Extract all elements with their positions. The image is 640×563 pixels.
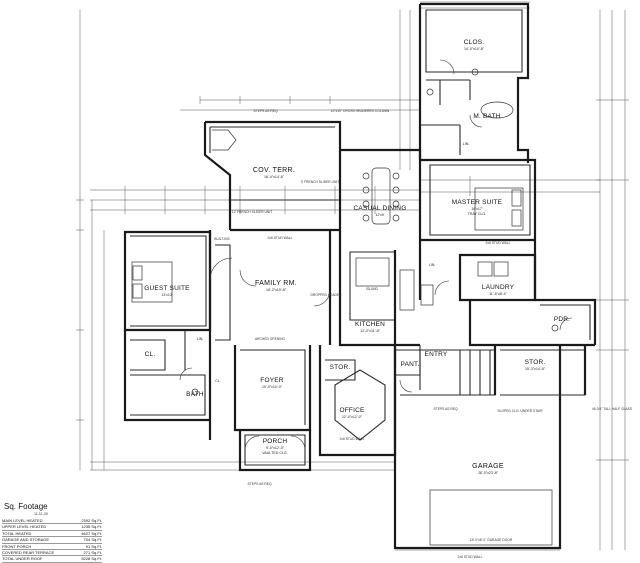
room-dims-office: 12'-0"x12'-0" <box>342 415 363 419</box>
room-dims-porch: 9'-0"x12'-0" <box>266 446 285 450</box>
room-labels: CLOS. 14'-0"x10'-8" M. BATH LIN. COV. TE… <box>144 39 570 475</box>
sq-row-total-heated: TOTAL HEATED 4627 Sq.Ft. <box>2 530 102 538</box>
plan-notes: STEPS AS REQ. 10"x10" CROSS HEADERED COL… <box>214 109 633 559</box>
note-stud-wall-fam: 2x6 STUD WALL <box>268 236 293 240</box>
room-label-master-suite: MASTER SUITE <box>452 199 503 206</box>
note-half-glass: 46-3/4" TALL HALF GLASS <box>592 407 633 411</box>
sq-row-label: UPPER LEVEL HEATED <box>2 524 47 530</box>
room-label-casual-dining: CASUAL DINING <box>354 205 407 212</box>
room-note-porch: VAULTED CLG. <box>262 451 287 455</box>
walls <box>123 2 597 550</box>
room-dims-guest-suite: 13'x13' <box>161 293 172 297</box>
door-swings <box>179 59 573 451</box>
note-built-ins: BUILT-INS <box>214 237 230 241</box>
sq-footage-table: MAIN LEVEL HEATED 2392 Sq.Ft. UPPER LEVE… <box>2 518 102 563</box>
room-label-laundry: LAUNDRY <box>482 284 515 291</box>
room-label-lin-upper: LIN. <box>463 142 470 146</box>
note-garage-door: 18'-0"x8'-0" GARAGE DOOR <box>470 538 513 542</box>
room-dims-garage: 28'-0"x23'-8" <box>478 471 499 475</box>
note-cased-col: 10"x10" CROSS HEADERED COLUMN <box>331 109 390 113</box>
sq-row-value: 1235 Sq.Ft. <box>81 524 102 530</box>
room-label-clos: CLOS. <box>464 39 485 46</box>
room-label-m-bath: M. BATH <box>473 113 500 120</box>
room-label-guest-suite: GUEST SUITE <box>144 285 190 292</box>
sq-row-value: 2392 Sq.Ft. <box>81 518 102 523</box>
sq-row-value: 91 Sq.Ft. <box>85 543 102 549</box>
room-dims-laundry: 11'-6"x8'-4" <box>489 292 508 296</box>
sq-row-label: MAIN LEVEL HEATED <box>2 518 43 523</box>
room-dims-master-suite: 16'x17' <box>471 207 482 211</box>
room-note-master-suite: TRAY CLG. <box>468 212 487 216</box>
note-stud-wall-master: 2x6 STUD WALL <box>486 241 511 245</box>
room-label-family-rm: FAMILY RM. <box>255 280 297 287</box>
room-dims-cov-terr: 18'-4"x14'-6" <box>264 175 285 179</box>
sq-row-upper: UPPER LEVEL HEATED 1235 Sq.Ft. <box>2 524 102 531</box>
sq-row-porch: FRONT PORCH 91 Sq.Ft. <box>2 544 102 550</box>
room-label-office: OFFICE <box>339 407 364 414</box>
room-dims-family-rm: 18'-2"x19'-8" <box>266 288 287 292</box>
room-dims-kitchen: 12'-0"x11'-8" <box>360 329 381 333</box>
sq-row-label: COVERED REAR TERRACE <box>2 549 55 555</box>
sq-row-value: 5228 Sq.Ft. <box>81 556 102 562</box>
room-label-kitchen: KITCHEN <box>355 321 385 328</box>
room-dims-clos: 14'-0"x10'-8" <box>464 47 485 51</box>
room-label-cl-foyer: CL. <box>215 379 221 383</box>
note-steps-top: STEPS AS REQ. <box>254 109 279 113</box>
sq-row-main: MAIN LEVEL HEATED 2392 Sq.Ft. <box>2 518 102 525</box>
note-sloped-clg: SLOPED CLG. UNDER STAIR <box>497 409 543 413</box>
dimension-lines <box>76 1 629 551</box>
room-label-porch: PORCH <box>263 438 288 445</box>
sq-row-garage: GARAGE AND STORAGE 704 Sq.Ft. <box>2 537 102 544</box>
room-label-lin-mid: LIN. <box>429 263 436 267</box>
note-stud-wall-office: 2x6 STUD WALL <box>340 437 365 441</box>
sq-row-label: TOTAL HEATED <box>2 530 32 536</box>
room-label-pant: PANT. <box>401 361 420 368</box>
room-label-stor-small: STOR. <box>330 364 351 371</box>
note-porch-steps: STEPS AS REQ. <box>248 482 273 486</box>
note-stud-wall-garage: 2x6 STUD WALL <box>458 555 483 559</box>
note-steps-garage: STEPS AS REQ. <box>434 407 459 411</box>
note-french-right: 3' FRENCH SLIDER UNIT <box>301 180 340 184</box>
sq-row-label: TOTAL UNDER ROOF <box>2 556 43 562</box>
fixtures <box>131 68 559 396</box>
note-island: ISLAND <box>366 287 379 291</box>
note-dropped-header: DROPPED HEADER <box>311 293 343 297</box>
sq-footage-subtitle: 11-11-20 <box>34 512 48 516</box>
room-label-pdr: PDR. <box>554 316 570 323</box>
sq-row-label: GARAGE AND STORAGE <box>2 537 50 543</box>
sq-row-label: FRONT PORCH <box>2 543 32 549</box>
note-french-left: 12' FRENCH SLIDER UNIT <box>232 210 272 214</box>
sq-row-value: 271 Sq.Ft. <box>83 549 102 555</box>
note-arched-opening: ARCHED OPENING <box>255 337 285 341</box>
sq-row-terrace: COVERED REAR TERRACE 271 Sq.Ft. <box>2 549 102 557</box>
room-label-stor-garage: STOR. <box>525 359 546 366</box>
room-label-garage: GARAGE <box>472 463 504 470</box>
room-label-bath: BATH <box>186 391 204 398</box>
sq-row-value: 4627 Sq.Ft. <box>81 530 102 536</box>
room-label-lin-bath: LIN. <box>197 337 204 341</box>
sq-row-value: 704 Sq.Ft. <box>83 537 102 543</box>
room-dims-foyer: 10'-0"x10'-0" <box>262 385 283 389</box>
room-label-cl-guest: CL. <box>145 351 156 358</box>
room-dims-stor-garage: 15'-3"x14'-6" <box>525 367 546 371</box>
room-label-entry: ENTRY <box>425 351 448 358</box>
room-label-foyer: FOYER <box>260 377 283 384</box>
sq-footage-title: Sq. Footage <box>4 502 48 511</box>
room-label-cov-terr: COV. TERR. <box>253 167 295 174</box>
room-dims-casual-dining: 12'x9' <box>375 213 384 217</box>
